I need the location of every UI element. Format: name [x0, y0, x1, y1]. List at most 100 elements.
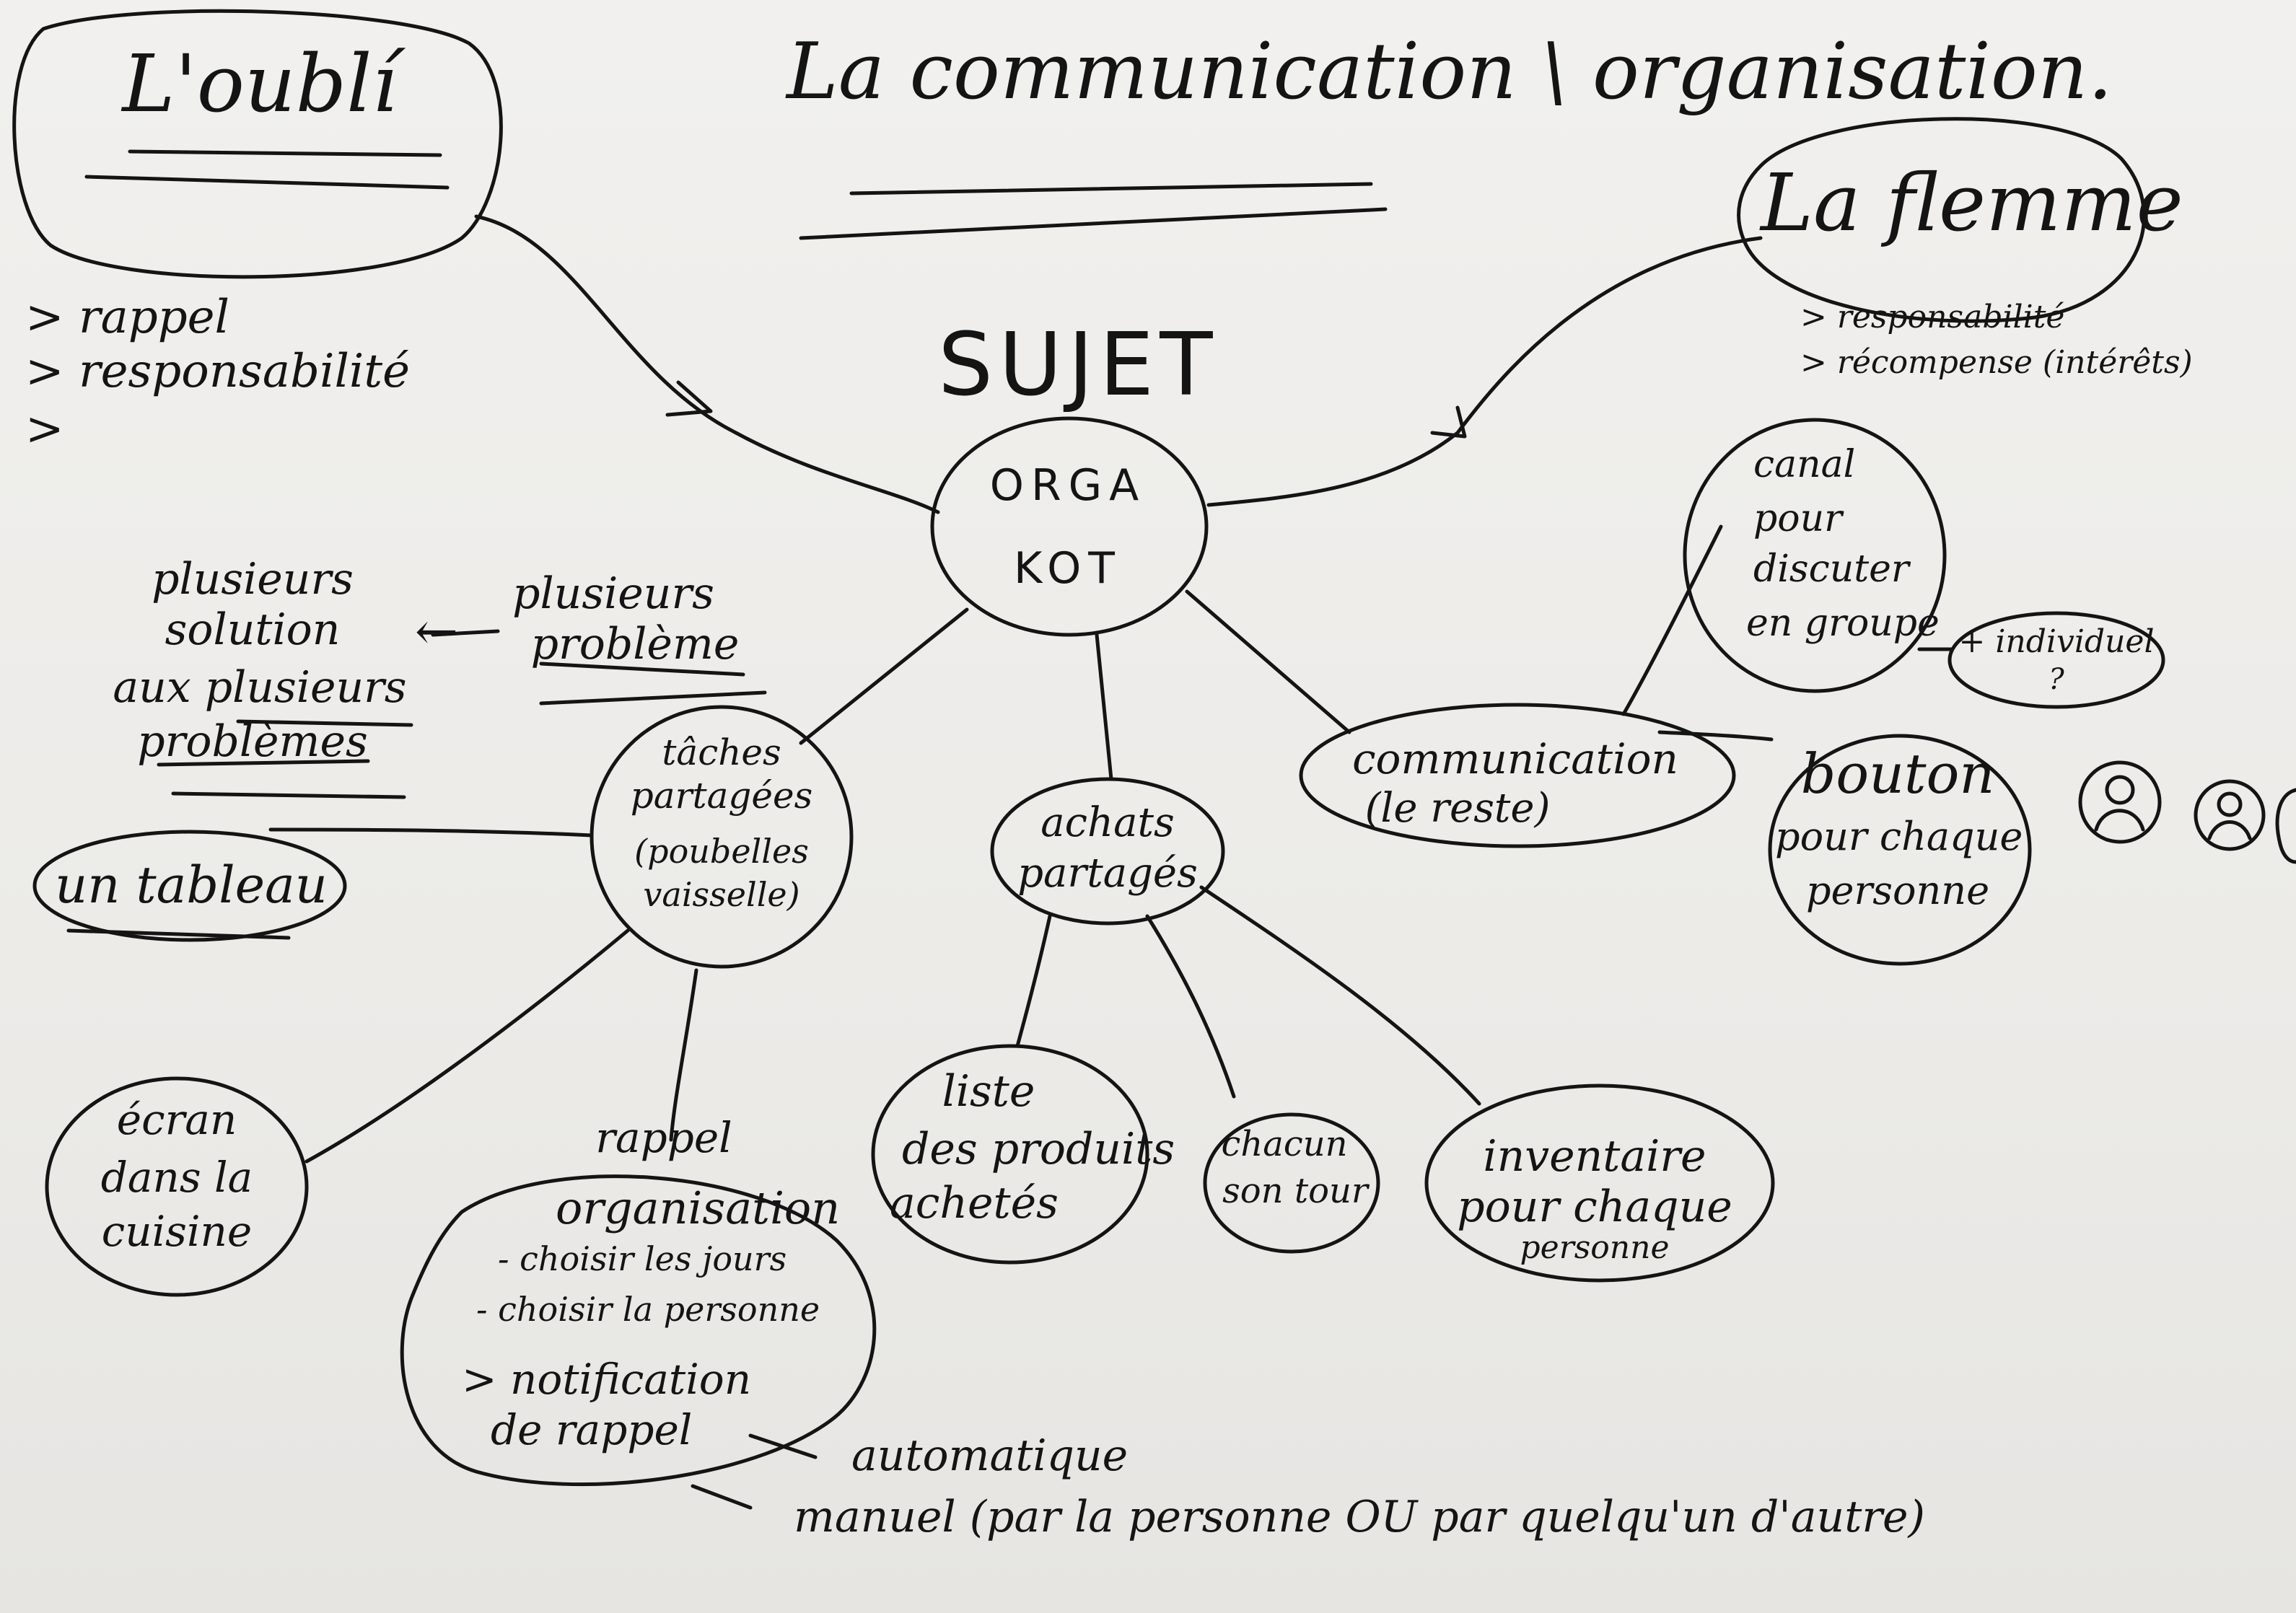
- tableau-label: un tableau: [55, 856, 328, 915]
- bouton-label-line: personne: [1805, 868, 1990, 913]
- orga-achats-link: [1095, 633, 1113, 781]
- organisation-auto-branch: [748, 1433, 818, 1459]
- individuel-label-line: ?: [2049, 663, 2064, 696]
- chacun-label-line: chacun: [1221, 1124, 1348, 1164]
- side-note-left-line: aux plusieurs: [113, 662, 407, 713]
- oubli-label: L'oublí: [122, 38, 398, 130]
- achats-node: [990, 777, 1225, 926]
- side-note-underline-2: [539, 690, 767, 706]
- person-icon-1: [2078, 760, 2162, 844]
- taches-label-line: vaisselle): [643, 875, 800, 914]
- organisation-line: de rappel: [491, 1405, 693, 1454]
- communication-bouton-link: [1657, 730, 1774, 742]
- organisation-line: organisation: [556, 1182, 841, 1234]
- side-note-underline-3: [236, 719, 413, 727]
- oubli-note-responsabilite: > responsabilité: [25, 345, 410, 398]
- achats-inventaire-link: [1199, 885, 1481, 1106]
- chacun-label-line: son tour: [1222, 1171, 1368, 1211]
- canal-bubble: [1683, 418, 1947, 693]
- inventaire-label-line: personne: [1520, 1229, 1670, 1266]
- canal-label-line: en groupe: [1746, 602, 1940, 645]
- chacun-bubble: [1203, 1112, 1380, 1254]
- communication-node: [1299, 703, 1736, 848]
- orga-kot-line2: KOT: [1014, 543, 1122, 594]
- side-note-left-line: problèmes: [137, 716, 368, 767]
- individuel-bubble: [1947, 611, 2165, 709]
- canal-label-line: pour: [1753, 497, 1842, 540]
- side-note-underline-4: [157, 759, 370, 767]
- subject-label: SUJET: [938, 315, 1219, 416]
- rappel-label: rappel: [595, 1113, 732, 1162]
- side-note-left-line: plusieurs: [152, 554, 354, 605]
- flemme-bubble: [1737, 117, 2146, 323]
- person-icon-3: [2275, 788, 2296, 864]
- organisation-line: > notification: [462, 1355, 752, 1404]
- side-note-right-line: plusieurs: [512, 568, 714, 619]
- oubli-bubble: [12, 9, 503, 279]
- automatique-label: automatique: [851, 1430, 1129, 1481]
- inventaire-label-line: inventaire: [1483, 1131, 1706, 1182]
- flemme-arrowhead: [1430, 405, 1467, 439]
- manuel-label: manuel (par la personne OU par quelqu'un…: [794, 1492, 1925, 1542]
- achats-chacun-link: [1145, 914, 1236, 1099]
- taches-tableau-link: [268, 827, 594, 838]
- flemme-note-responsabilite: > responsabilité: [1800, 299, 2065, 335]
- liste-label-line: achetés: [890, 1178, 1059, 1229]
- orga-taches-link: [799, 607, 969, 745]
- ecran-label-line: écran: [116, 1095, 237, 1144]
- side-note-left-line: solution: [165, 605, 341, 655]
- side-note-arrow: ←: [414, 601, 459, 662]
- communication-canal-link: [1621, 524, 1723, 716]
- person-icon-2: [2194, 779, 2266, 851]
- side-note-underline-5: [171, 791, 406, 799]
- oubli-note-empty: >: [25, 403, 64, 456]
- canal-label-line: discuter: [1753, 548, 1909, 591]
- flemme-connector: [1206, 236, 1763, 507]
- bouton-label-line: pour chaque: [1775, 814, 2023, 859]
- bouton-bubble: [1768, 734, 2032, 966]
- organisation-line: - choisir les jours: [498, 1239, 787, 1278]
- achats-label-line: partagés: [1017, 850, 1198, 897]
- page-title: La communication \ organisation.: [786, 27, 2113, 117]
- side-note-underline-1: [539, 662, 745, 677]
- tableau-underline: [66, 928, 291, 940]
- individuel-label-line: + individuel: [1958, 623, 2155, 660]
- communication-label-line: communication: [1352, 734, 1678, 783]
- inventaire-label-line: pour chaque: [1457, 1182, 1732, 1232]
- achats-liste-link: [1015, 914, 1052, 1048]
- oubli-note-rappel: > rappel: [25, 291, 229, 344]
- orga-communication-link: [1185, 589, 1351, 734]
- liste-bubble: [871, 1044, 1149, 1265]
- canal-label-line: canal: [1753, 443, 1856, 486]
- ecran-label-line: cuisine: [101, 1207, 253, 1256]
- taches-label-line: tâches: [662, 731, 781, 773]
- tableau-bubble: [32, 830, 347, 942]
- organisation-line: - choisir la personne: [476, 1290, 820, 1329]
- taches-organisation-link: [669, 968, 698, 1142]
- orga-kot-line1: ORGA: [989, 460, 1147, 511]
- oubli-connector: [474, 214, 940, 514]
- ecran-label-line: dans la: [100, 1153, 253, 1202]
- bouton-label-line: bouton: [1800, 742, 1995, 806]
- organisation-bubble: [400, 1174, 877, 1487]
- liste-label-line: des produits: [902, 1124, 1175, 1174]
- side-arrow-line: [431, 629, 500, 637]
- flemme-note-recompense: > récompense (intérêts): [1800, 344, 2193, 381]
- oubli-underline-1: [128, 149, 442, 157]
- taches-label-line: (poubelles: [634, 832, 809, 871]
- taches-ecran-link: [304, 928, 630, 1164]
- flemme-label: La flemme: [1761, 157, 2183, 249]
- title-underline-1: [849, 182, 1373, 195]
- title-underline-2: [799, 207, 1388, 240]
- oubli-underline-2: [84, 175, 450, 190]
- inventaire-bubble: [1424, 1084, 1775, 1283]
- communication-label-line: (le reste): [1364, 785, 1551, 832]
- oubli-arrowhead: [665, 380, 713, 417]
- orga-kot-node: [930, 416, 1209, 637]
- achats-label-line: achats: [1040, 799, 1175, 846]
- taches-label-line: partagées: [630, 775, 813, 817]
- organisation-manuel-branch: [691, 1484, 753, 1510]
- side-note-right-line: problème: [530, 619, 740, 669]
